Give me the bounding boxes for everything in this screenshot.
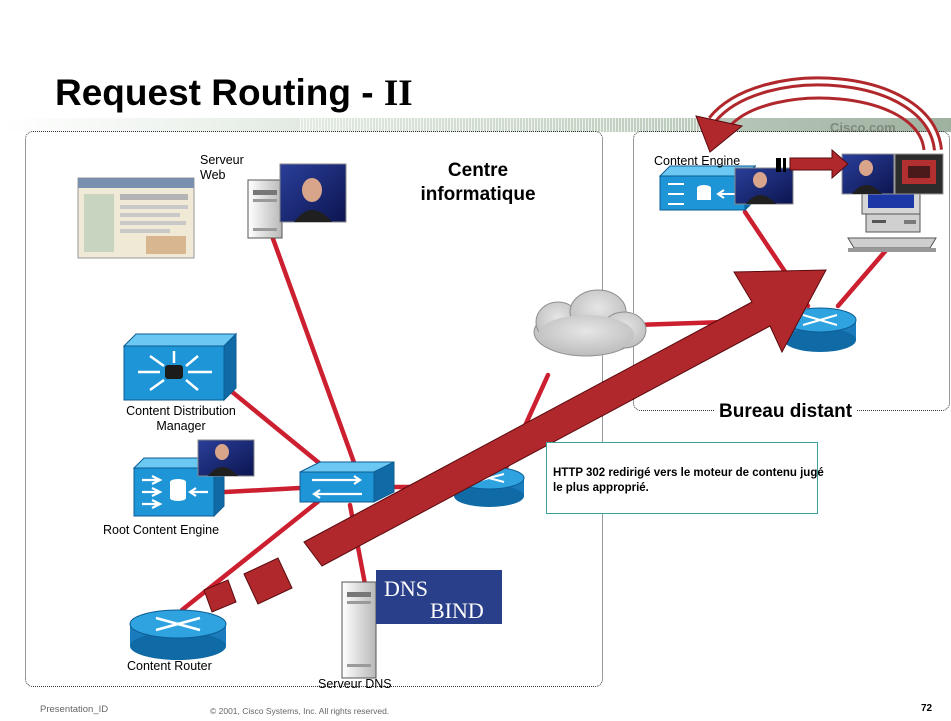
ce-to-client-arrow — [776, 148, 849, 180]
label-content-distribution-manager: Content Distribution Manager — [96, 404, 266, 434]
link-cdm-to-switch — [217, 379, 338, 479]
web-server-icon — [247, 179, 283, 239]
content-router-icon — [129, 609, 227, 660]
footer-copyright: © 2001, Cisco Systems, Inc. All rights r… — [210, 706, 390, 716]
arrow-tail-segment-2 — [243, 557, 293, 605]
label-content-router: Content Router — [127, 659, 212, 673]
title-rule-stripes — [300, 118, 720, 132]
wan-cloud-icon — [533, 289, 647, 357]
u-turn-arrow — [695, 76, 943, 153]
label-remote-office: Bureau distant — [715, 400, 857, 424]
label-content-engine: Content Engine — [654, 154, 741, 168]
dns-logo-top-text: DNS — [384, 576, 428, 601]
redirect-arrow — [203, 269, 827, 613]
label-web-server: Serveur Web — [200, 153, 260, 183]
link-web-to-switch — [269, 233, 359, 471]
arrow-tail-segment-1 — [203, 579, 237, 613]
label-data-center: Centre informatique — [398, 159, 558, 207]
redirect-note-box — [546, 442, 818, 514]
link-pc-to-remote-router — [835, 245, 891, 309]
link-root-ce-to-switch — [222, 485, 303, 495]
web-server-label-text: Serveur Web — [200, 153, 244, 182]
label-dns-server: Serveur DNS — [318, 677, 392, 691]
arrow-body — [303, 269, 827, 567]
title-text: Request Routing - — [55, 72, 384, 113]
video-thumbnail-web — [279, 163, 347, 223]
dns-logo-bottom-text: BIND — [430, 598, 484, 623]
cdm-label-text: Content Distribution Manager — [126, 404, 236, 433]
footer-presentation-id: Presentation_ID — [40, 704, 109, 715]
title-roman-numeral: II — [383, 73, 413, 114]
switch-icon — [299, 461, 395, 503]
redirect-note-text: HTTP 302 redirigé vers le moteur de cont… — [553, 467, 824, 494]
content-distribution-manager-icon — [122, 332, 238, 402]
video-thumbnail-root — [197, 439, 255, 477]
footer-page-number: 72 — [921, 703, 933, 714]
web-page-thumbnail — [77, 177, 195, 259]
dns-bind-logo: DNS BIND — [376, 570, 502, 624]
label-root-content-engine: Root Content Engine — [103, 523, 220, 537]
data-center-label-text: Centre informatique — [420, 160, 536, 205]
video-thumbnail-client — [841, 153, 944, 195]
dns-server-icon — [341, 581, 377, 679]
slide-title: Request Routing - II — [55, 72, 413, 115]
video-thumbnail-remote-ce — [734, 167, 794, 205]
